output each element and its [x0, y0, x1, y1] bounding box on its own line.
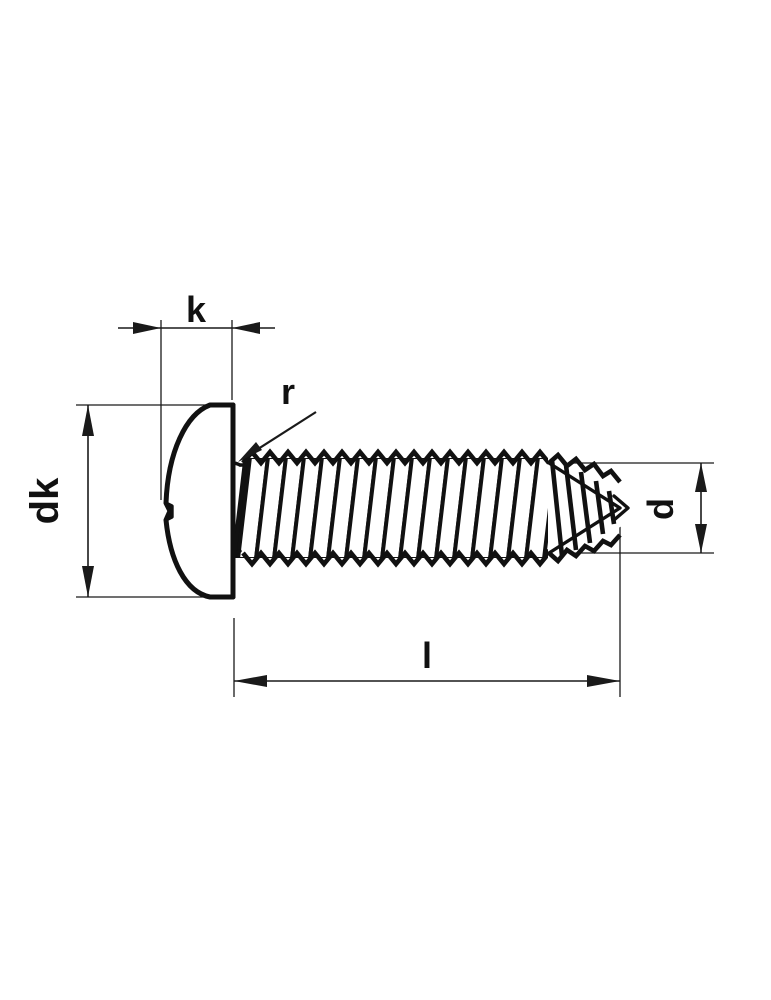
arrow-l-left — [234, 675, 267, 687]
dimension-r: r — [238, 371, 317, 462]
arrow-d-top — [695, 463, 707, 492]
thread-bottom-mask — [225, 558, 570, 618]
arrow-r — [238, 442, 262, 462]
thread-crest-top — [241, 448, 551, 467]
point-thread-2 — [563, 464, 579, 551]
arrow-d-bottom — [695, 524, 707, 553]
dim-label-d: d — [640, 498, 681, 520]
arrow-k-right — [232, 322, 260, 334]
thread-top-mask — [225, 400, 570, 458]
point-crest-top — [547, 451, 622, 484]
point-crest-bottom — [547, 533, 622, 565]
point-thread-3 — [578, 471, 593, 544]
dimension-dk: dk — [23, 405, 94, 597]
head-outline — [163, 402, 236, 600]
arrow-dk-top — [82, 405, 94, 436]
arrow-l-right — [587, 675, 620, 687]
dim-label-dk: dk — [23, 477, 67, 524]
arrow-k-left — [133, 322, 161, 334]
dim-label-l: l — [422, 635, 432, 676]
dimension-l: l — [234, 635, 620, 687]
point-thread-1 — [549, 459, 565, 557]
cross-recess-notch — [164, 501, 174, 522]
head-fill — [166, 405, 233, 597]
thread-profile — [231, 455, 559, 561]
dim-label-k: k — [186, 289, 207, 330]
dim-label-r: r — [281, 371, 295, 412]
dimension-k: k — [118, 289, 275, 334]
arrow-dk-bottom — [82, 566, 94, 597]
screw-body — [163, 400, 636, 618]
point-thread-4 — [593, 480, 606, 535]
thread-turns — [231, 455, 559, 561]
point-apex — [612, 494, 630, 522]
thread-crest-bottom — [241, 549, 551, 568]
dimension-d: d — [640, 463, 707, 553]
screw-point — [547, 450, 636, 568]
